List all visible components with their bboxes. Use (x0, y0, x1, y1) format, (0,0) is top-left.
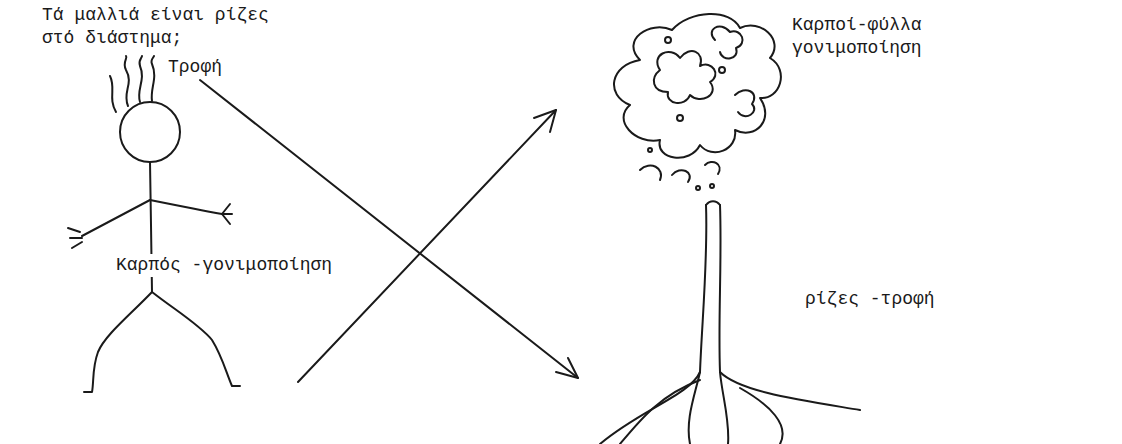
tree-trunk (706, 201, 720, 205)
fruit-dot (710, 184, 714, 188)
crown-curl (735, 90, 754, 116)
fruit-label: Καρπός -γονιμοποίηση (114, 254, 334, 277)
root-line (620, 380, 700, 444)
fruit-dot (677, 115, 683, 121)
leg-line (152, 292, 240, 386)
fruit-dot (665, 37, 671, 43)
arrow-line (200, 80, 578, 378)
hand (68, 228, 82, 248)
arm-line (150, 200, 222, 214)
roots-label: ρίζες -τροφή (805, 288, 935, 311)
fruit-dot (719, 67, 725, 73)
tree-crown (614, 14, 781, 158)
question-note: Τά μαλλιά είναι ρίζες στό διάστημα; (42, 4, 304, 50)
fruit-dot (648, 148, 652, 152)
fruit-leaves-label: Καρποί-φύλλα γονιμοποίηση (792, 14, 940, 60)
arrow-line (298, 110, 556, 382)
root-line (720, 372, 728, 444)
hair-strand (151, 56, 154, 101)
tree-trunk (600, 205, 706, 444)
arm-line (82, 200, 150, 236)
leg-line (84, 292, 152, 392)
crown-curl (640, 162, 720, 182)
arrow-head (534, 110, 556, 132)
food-label: Τροφή (168, 56, 222, 79)
crown-curl (712, 27, 743, 59)
hair-strand (139, 56, 142, 102)
root-line (740, 388, 783, 444)
fruit-dot (696, 186, 700, 190)
head-circle (120, 102, 180, 162)
crown-curl (654, 51, 716, 103)
hair-strand (125, 56, 129, 106)
hand (222, 204, 232, 224)
hair-strand (110, 76, 116, 112)
arrow-head (556, 358, 578, 378)
